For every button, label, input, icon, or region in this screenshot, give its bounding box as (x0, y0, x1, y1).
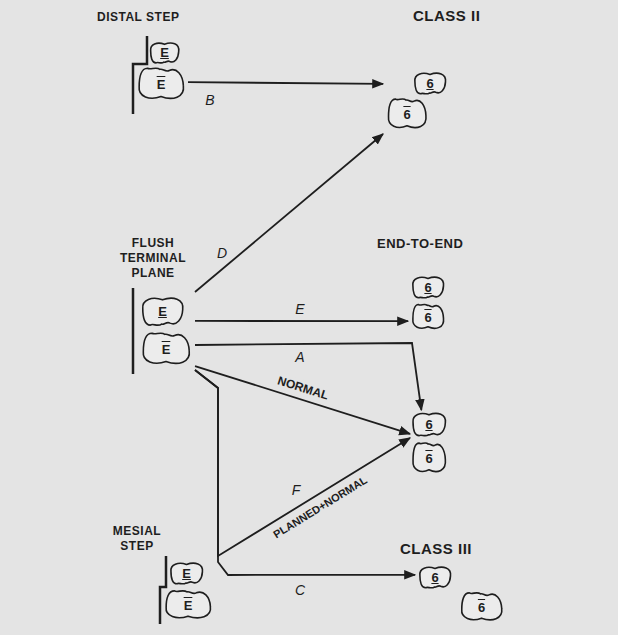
tooth-letter: 6 (412, 70, 448, 96)
lower-molar: 6 (385, 96, 429, 132)
tooth-letter-text: E (158, 304, 167, 319)
arrow-label: E (293, 301, 306, 317)
tooth-pair: CLASS III66 (415, 562, 507, 626)
relation-heading: DISTAL STEP (97, 10, 179, 25)
arrow-label: C (293, 582, 307, 598)
tooth-letter-text: 6 (425, 417, 432, 432)
upper-molar: 6 (412, 70, 448, 96)
tooth-letter: E (139, 330, 193, 368)
upper-molar: E (148, 40, 181, 65)
tooth-letter-text: 6 (424, 280, 431, 295)
tooth-letter: E (162, 588, 214, 622)
upper-molar: 6 (410, 410, 448, 438)
tooth-pair: MESIAL STEPEE (160, 558, 215, 624)
lower-molar: 6 (410, 440, 448, 476)
tooth-letter: E (135, 65, 187, 103)
transition-arrow (188, 82, 383, 84)
tooth-letter: E (139, 294, 186, 328)
arrow-label: B (203, 92, 216, 108)
transition-arrow (195, 366, 410, 434)
arrow-label: A (293, 349, 306, 365)
tooth-letter: 6 (410, 302, 446, 332)
flush-plane-bar (132, 288, 135, 374)
lower-molar: E (139, 330, 193, 368)
tooth-letter-text: 6 (478, 600, 485, 615)
arrow-label: D (215, 245, 229, 261)
arrow-label: F (290, 482, 303, 498)
tooth-letter: 6 (385, 96, 429, 132)
tooth-letter-text: 6 (403, 107, 410, 122)
relation-heading: FLUSH TERMINAL PLANE (113, 236, 193, 281)
tooth-letter-text: E (162, 342, 171, 357)
transition-arrow (195, 370, 415, 575)
transition-arrow (195, 320, 408, 322)
tooth-letter: 6 (417, 564, 453, 590)
tooth-letter-text: 6 (425, 451, 432, 466)
upper-molar: E (139, 294, 186, 328)
transition-arrow (195, 370, 410, 556)
upper-molar: 6 (410, 274, 446, 300)
tooth-letter: 6 (410, 440, 448, 476)
tooth-letter-text: 6 (431, 570, 438, 585)
upper-molar: E (168, 560, 205, 586)
tooth-letter: E (148, 40, 181, 65)
mesial-step-bar (160, 556, 166, 624)
tooth-pair: FLUSH TERMINAL PLANEEE (135, 292, 195, 370)
lower-molar: E (162, 588, 214, 622)
tooth-pair: END-TO-END66 (408, 272, 448, 332)
tooth-letter-text: E (184, 598, 193, 613)
tooth-pair: DISTAL STEPEE (133, 38, 188, 106)
lower-molar: E (135, 65, 187, 103)
tooth-letter-text: E (160, 45, 169, 60)
lower-molar: 6 (458, 590, 505, 624)
tooth-letter: 6 (410, 274, 446, 300)
path-note: PLANNED+NORMAL (268, 471, 372, 543)
tooth-letter: 6 (458, 590, 505, 624)
lower-molar: 6 (410, 302, 446, 332)
tooth-letter-text: E (157, 77, 166, 92)
tooth-pair: CLASS II66 (383, 68, 449, 134)
relation-heading: END-TO-END (377, 236, 463, 251)
tooth-letter: E (168, 560, 205, 586)
tooth-letter-text: E (182, 566, 191, 581)
upper-molar: 6 (417, 564, 453, 590)
relation-heading: MESIAL STEP (106, 524, 168, 554)
tooth-letter-text: 6 (426, 76, 433, 91)
relation-heading: CLASS III (400, 541, 472, 556)
tooth-letter: 6 (410, 410, 448, 438)
relation-heading: CLASS II (413, 8, 480, 23)
transition-arrow (195, 134, 383, 292)
tooth-letter-text: 6 (424, 310, 431, 325)
